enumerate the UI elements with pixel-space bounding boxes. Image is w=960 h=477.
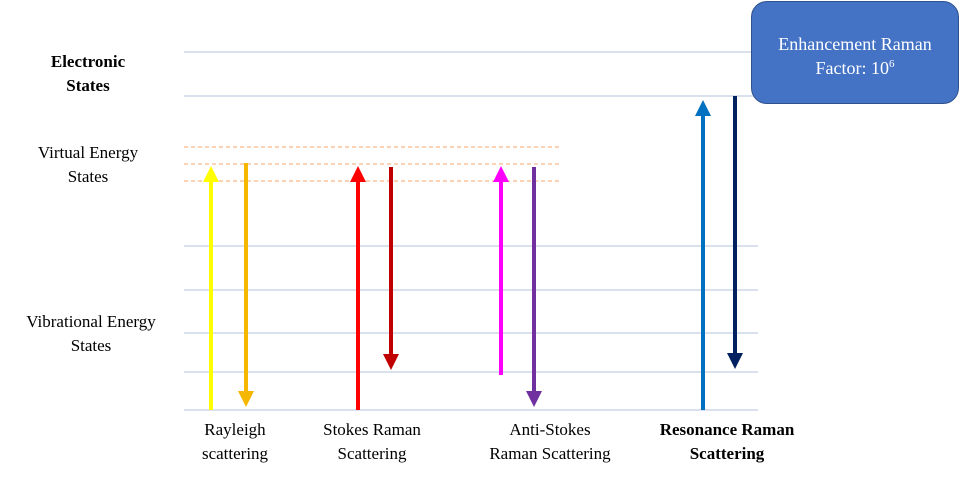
enhancement-factor-text: Factor: 10 <box>815 58 890 78</box>
enhancement-exponent: 6 <box>889 58 895 70</box>
rayleigh-label: Rayleigh scattering <box>201 420 269 463</box>
stokes-label: Stokes Raman Scattering <box>323 420 421 463</box>
electronic-states-label: Electronic States <box>50 52 126 95</box>
virtual-energy-states-label: Virtual Energy States <box>37 143 139 186</box>
enhancement-line1: Enhancement Raman <box>778 34 932 54</box>
resonance-label: Resonance Raman Scattering <box>659 420 795 463</box>
anti-stokes-label: Anti-Stokes Raman Scattering <box>489 420 611 463</box>
enhancement-line2: Factor: 106 <box>752 56 958 80</box>
enhancement-factor-box: Enhancement Raman Factor: 106 <box>751 1 959 104</box>
vibrational-energy-states-label: Vibrational Energy States <box>26 312 156 355</box>
